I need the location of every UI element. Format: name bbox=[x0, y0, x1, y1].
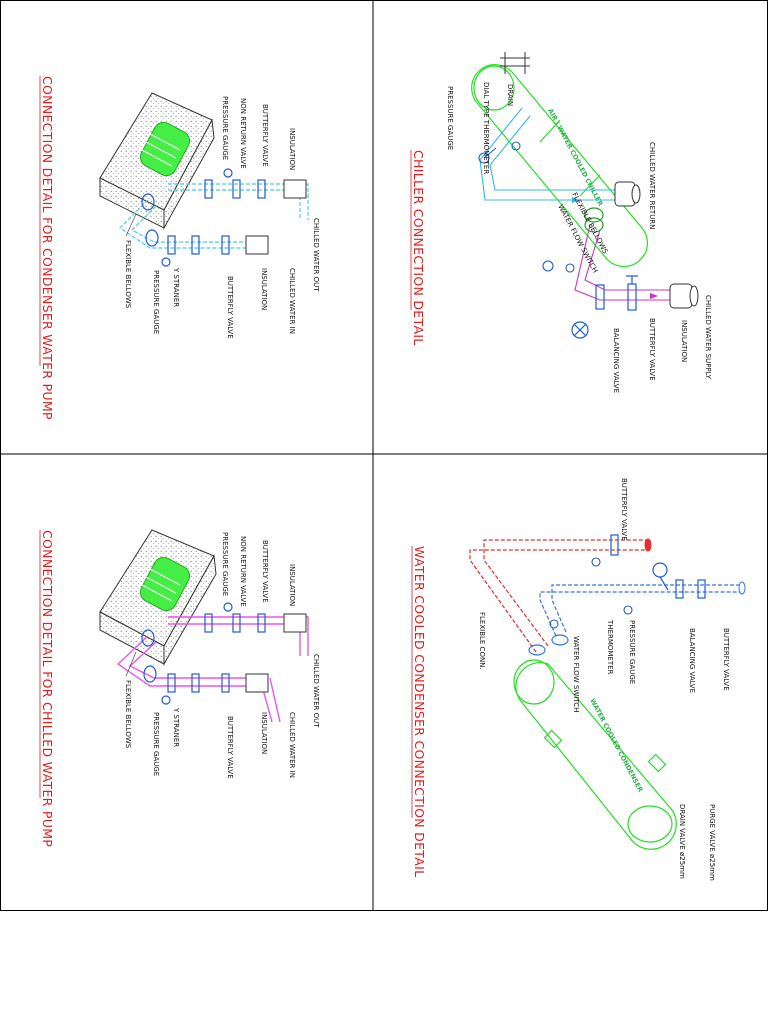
chiller-top-fittings bbox=[500, 52, 530, 74]
label-pressure-gauge-2: PRESSURE GAUGE bbox=[152, 270, 160, 334]
panel-condenser-pump: CONNECTION DETAIL FOR CONDENSER WATER PU… bbox=[39, 76, 320, 420]
label-flexible-bellows: FLEXIBLE BELLOWS bbox=[124, 680, 132, 749]
condenser-return-pipe bbox=[539, 584, 742, 637]
insulation-out bbox=[283, 613, 307, 633]
chilled-return-pipe bbox=[479, 107, 620, 201]
balancing-valve-icon bbox=[652, 562, 669, 591]
label-balancing-valve: BALANCING VALVE bbox=[688, 628, 696, 693]
label-chilled-water-return: CHILLED WATER RETURN bbox=[648, 142, 656, 229]
label-insulation: INSULATION bbox=[680, 320, 688, 362]
label-flexible-bellows: FLEXIBLE BELLOWS bbox=[124, 240, 132, 309]
panel-chiller-connection: CHILLER CONNECTION DETAIL AIR / WATER CO… bbox=[410, 52, 712, 393]
valve-set-icon bbox=[161, 168, 266, 267]
label-non-return-valve: NON RETURN VALVE bbox=[239, 536, 247, 607]
label-butterfly-valve: BUTTERFLY VALVE bbox=[261, 540, 269, 603]
panel-chilled-water-pump: CONNECTION DETAIL FOR CHILLED WATER PUMP bbox=[39, 529, 320, 847]
label-butterfly-valve-right: BUTTERFLY VALVE bbox=[722, 628, 730, 691]
label-purge-valve: PURGE VALVE ø25mm bbox=[708, 804, 716, 881]
pump-motor bbox=[139, 556, 191, 612]
insulation-in bbox=[245, 235, 269, 255]
label-insulation-2: INSULATION bbox=[260, 268, 268, 310]
pressure-gauge-icon bbox=[549, 557, 633, 629]
flexible-bellows-icon bbox=[584, 207, 604, 233]
label-non-return-valve: NON RETURN VALVE bbox=[239, 98, 247, 169]
chilled-supply-pipe bbox=[574, 224, 690, 301]
pressure-gauge-icon bbox=[478, 141, 575, 273]
label-chilled-water-supply: CHILLED WATER SUPPLY bbox=[704, 295, 712, 380]
insulation-out bbox=[283, 179, 307, 199]
label-insulation: INSULATION bbox=[288, 564, 296, 606]
balancing-valve-icon bbox=[571, 284, 605, 339]
flow-arrows bbox=[572, 197, 658, 299]
label-balancing-valve: BALANCING VALVE bbox=[612, 328, 620, 393]
supply-insulation bbox=[669, 283, 693, 309]
butterfly-valve-icon bbox=[610, 534, 706, 599]
butterfly-valve-icon bbox=[626, 275, 638, 311]
label-water-flow-switch: WATER FLOW SWITCH bbox=[572, 636, 580, 712]
label-drain-valve: DRAIN VALVE ø25mm bbox=[678, 804, 686, 879]
label-water-flow-switch: WATER FLOW SWITCH bbox=[556, 203, 599, 274]
label-pressure-gauge: PRESSURE GAUGE bbox=[628, 620, 636, 684]
condenser-shell bbox=[513, 659, 677, 850]
supply-pipe-end bbox=[644, 538, 652, 552]
label-pressure-gauge: PRESSURE GAUGE bbox=[221, 96, 229, 160]
pump-base-front bbox=[163, 554, 217, 666]
condenser-supply-pipe bbox=[469, 539, 650, 653]
pump-motor bbox=[139, 121, 191, 177]
return-pipe-end bbox=[631, 184, 641, 204]
label-butterfly-valve-2: BUTTERFLY VALVE bbox=[226, 716, 234, 779]
label-chilled-water-out: CHILLED WATER OUT bbox=[312, 654, 320, 728]
label-pressure-gauge-2: PRESSURE GAUGE bbox=[152, 712, 160, 776]
label-chilled-water-in: CHILLED WATER IN bbox=[288, 712, 296, 778]
label-insulation: INSULATION bbox=[288, 128, 296, 170]
valve-set-icon bbox=[161, 602, 266, 705]
leader-lines bbox=[125, 651, 137, 677]
panel-title: CONNECTION DETAIL FOR CHILLED WATER PUMP bbox=[40, 530, 55, 847]
label-insulation-2: INSULATION bbox=[260, 712, 268, 754]
flexible-bellows-icon bbox=[141, 629, 157, 683]
label-butterfly-valve: BUTTERFLY VALVE bbox=[261, 104, 269, 167]
insulation-in bbox=[245, 673, 269, 693]
leader-lines bbox=[125, 213, 137, 237]
label-dial-thermometer: DIAL TYPE THERMOMETER bbox=[482, 82, 490, 174]
label-flexible-conn: FLEXIBLE CONN. bbox=[478, 612, 486, 670]
label-drain: DRAIN bbox=[506, 84, 514, 106]
label-y-strainer: Y STRANER bbox=[172, 267, 180, 307]
panel-title: CHILLER CONNECTION DETAIL bbox=[411, 150, 426, 346]
panel-title: WATER COOLED CONDENSER CONNECTION DETAIL bbox=[412, 546, 427, 877]
flexible-conn-icon bbox=[528, 634, 569, 656]
label-chilled-water-out: CHILLED WATER OUT bbox=[312, 218, 320, 292]
return-pipe-end bbox=[738, 581, 746, 595]
label-butterfly-valve-top: BUTTERFLY VALVE bbox=[620, 478, 628, 541]
pump-base-front bbox=[163, 118, 215, 230]
sheet-border bbox=[0, 0, 768, 911]
panel-title: CONNECTION DETAIL FOR CONDENSER WATER PU… bbox=[40, 76, 55, 420]
flexible-bellows-icon bbox=[141, 193, 159, 247]
label-y-strainer: Y STRANER bbox=[172, 707, 180, 747]
supply-pipe-end bbox=[689, 285, 699, 307]
label-pressure-gauge: PRESSURE GAUGE bbox=[221, 532, 229, 596]
label-butterfly-valve: BUTTERFLY VALVE bbox=[648, 318, 656, 381]
label-pressure-gauge: PRESSURE GAUGE bbox=[446, 86, 454, 150]
label-chilled-water-in: CHILLED WATER IN bbox=[288, 268, 296, 334]
panel-condenser-connection: WATER COOLED CONDENSER CONNECTION DETAIL… bbox=[411, 478, 746, 881]
label-butterfly-valve-2: BUTTERFLY VALVE bbox=[226, 276, 234, 339]
condenser-label: WATER COOLED CONDENSER bbox=[588, 697, 644, 793]
chiller-shell bbox=[471, 64, 649, 268]
label-thermometer: THERMOMETER bbox=[606, 619, 614, 675]
